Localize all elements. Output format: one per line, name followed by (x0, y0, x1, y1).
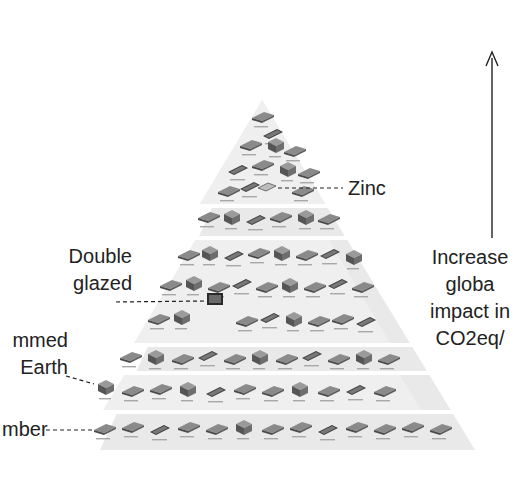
material-label: Zinc (348, 175, 386, 202)
axis-label: Increase globa impact in CO2eq/ (426, 244, 514, 352)
material-label: Double glazed (56, 243, 132, 297)
material-label: mber (2, 416, 48, 443)
material-label: mmed Earth (2, 327, 68, 381)
